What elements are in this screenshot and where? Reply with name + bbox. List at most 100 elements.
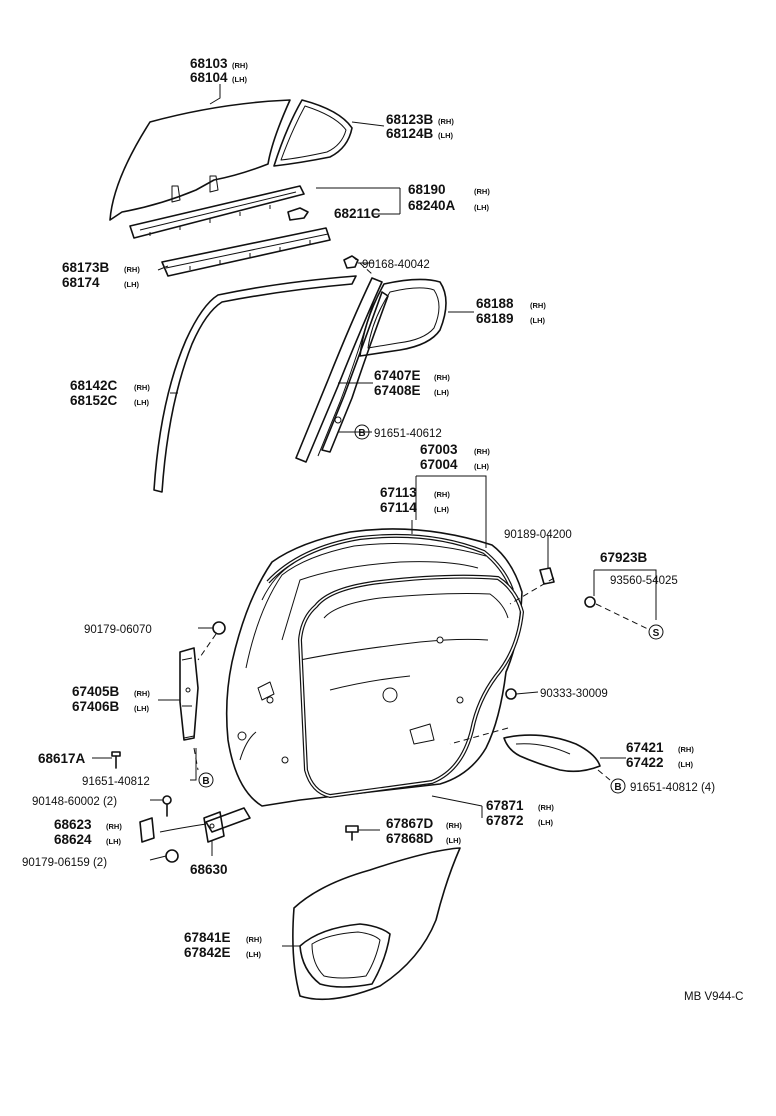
label-90179-06070: 90179-06070 — [84, 624, 152, 636]
label-67867d: 67867D — [386, 816, 434, 831]
side-rh: (RH) — [124, 265, 140, 274]
side-lh: (LH) — [446, 836, 461, 845]
side-rh: (RH) — [106, 822, 122, 831]
side-lh: (LH) — [134, 704, 149, 713]
side-lh: (LH) — [438, 131, 453, 140]
door-check — [159, 807, 251, 843]
check-nut — [165, 849, 179, 863]
side-rh: (RH) — [246, 935, 262, 944]
glass-run-channel — [153, 275, 357, 493]
side-lh: (LH) — [678, 760, 693, 769]
label-67406b: 67406B — [72, 699, 120, 714]
door-weatherstrip — [298, 574, 524, 798]
side-lh: (LH) — [434, 505, 449, 514]
nut — [212, 621, 226, 635]
quarter-window-weatherstrip — [359, 278, 447, 357]
label-68173b: 68173B — [62, 260, 110, 275]
label-67407e: 67407E — [374, 368, 421, 383]
check-screw — [162, 795, 172, 817]
symbol-b-1: B — [354, 424, 370, 440]
trim-clip — [345, 825, 359, 841]
door-trim-bracket — [503, 734, 601, 773]
label-67923b: 67923B — [600, 550, 648, 565]
side-lh: (LH) — [474, 203, 489, 212]
label-91651-40812: 91651-40812 — [82, 776, 150, 788]
bolt — [111, 751, 121, 769]
side-rh: (RH) — [438, 117, 454, 126]
label-68617a: 68617A — [38, 751, 86, 766]
side-rh: (RH) — [232, 61, 248, 70]
side-rh: (RH) — [474, 447, 490, 456]
hole-plug — [584, 596, 596, 608]
hole-plug-small — [505, 688, 517, 700]
label-68123b: 68123B — [386, 112, 434, 127]
door-hinge — [179, 647, 199, 741]
side-lh: (LH) — [538, 818, 553, 827]
side-lh: (LH) — [530, 316, 545, 325]
label-67872: 67872 — [486, 813, 524, 828]
side-rh: (RH) — [538, 803, 554, 812]
door-glass — [109, 99, 291, 221]
glass-channel — [129, 185, 305, 239]
label-68189: 68189 — [476, 311, 514, 326]
label-68104: 68104 — [190, 70, 228, 85]
side-rh: (RH) — [530, 301, 546, 310]
hinge-bracket — [139, 817, 155, 843]
label-67113: 67113 — [380, 485, 417, 500]
label-68211c: 68211C — [334, 206, 381, 221]
label-68623: 68623 — [54, 817, 92, 832]
label-68624: 68624 — [54, 832, 92, 847]
side-lh: (LH) — [232, 75, 247, 84]
label-67841e: 67841E — [184, 930, 231, 945]
label-67871: 67871 — [486, 798, 524, 813]
figure-code: MB V944-C — [684, 991, 743, 1003]
label-67004: 67004 — [420, 457, 458, 472]
label-67405b: 67405B — [72, 684, 120, 699]
quarter-window-glass — [273, 99, 353, 167]
svg-text:B: B — [358, 428, 365, 439]
side-rh: (RH) — [134, 689, 150, 698]
side-rh: (RH) — [434, 490, 450, 499]
screw — [343, 255, 359, 269]
side-rh: (RH) — [678, 745, 694, 754]
side-rh: (RH) — [134, 383, 150, 392]
label-91651-40612: 91651-40612 — [374, 428, 442, 440]
label-67003: 67003 — [420, 442, 458, 457]
label-68124b: 68124B — [386, 126, 434, 141]
label-93560-54025: 93560-54025 — [610, 575, 678, 587]
label-68190: 68190 — [408, 182, 446, 197]
clip — [287, 207, 309, 221]
door-lock-striker — [539, 567, 555, 585]
symbol-b-3: B — [610, 778, 626, 794]
belt-weatherstrip — [161, 227, 331, 277]
label-68103: 68103 — [190, 56, 228, 71]
label-68174: 68174 — [62, 275, 100, 290]
svg-text:B: B — [614, 782, 621, 793]
assembly-guide-lines — [193, 255, 651, 781]
svg-text:S: S — [653, 628, 660, 639]
label-90168-40042: 90168-40042 — [362, 259, 430, 271]
side-lh: (LH) — [134, 398, 149, 407]
svg-text:B: B — [202, 776, 209, 787]
side-lh: (LH) — [246, 950, 261, 959]
label-67114: 67114 — [380, 500, 417, 515]
door-outer-weatherstrip — [266, 533, 514, 591]
side-rh: (RH) — [434, 373, 450, 382]
side-lh: (LH) — [124, 280, 139, 289]
label-68240a: 68240A — [408, 198, 456, 213]
label-90333-30009: 90333-30009 — [540, 688, 608, 700]
symbol-s: S — [648, 624, 664, 640]
label-91651-40812-qty4: 91651-40812 (4) — [630, 782, 715, 794]
label-68152c: 68152C — [70, 393, 118, 408]
side-rh: (RH) — [446, 821, 462, 830]
label-68630: 68630 — [190, 862, 228, 877]
rear-door-panel — [225, 528, 523, 807]
symbol-b-2: B — [198, 772, 214, 788]
label-90189-04200: 90189-04200 — [504, 529, 572, 541]
label-68188: 68188 — [476, 296, 514, 311]
label-67422: 67422 — [626, 755, 664, 770]
label-90148-60002: 90148-60002 (2) — [32, 796, 117, 808]
label-67421: 67421 — [626, 740, 664, 755]
label-67868d: 67868D — [386, 831, 434, 846]
